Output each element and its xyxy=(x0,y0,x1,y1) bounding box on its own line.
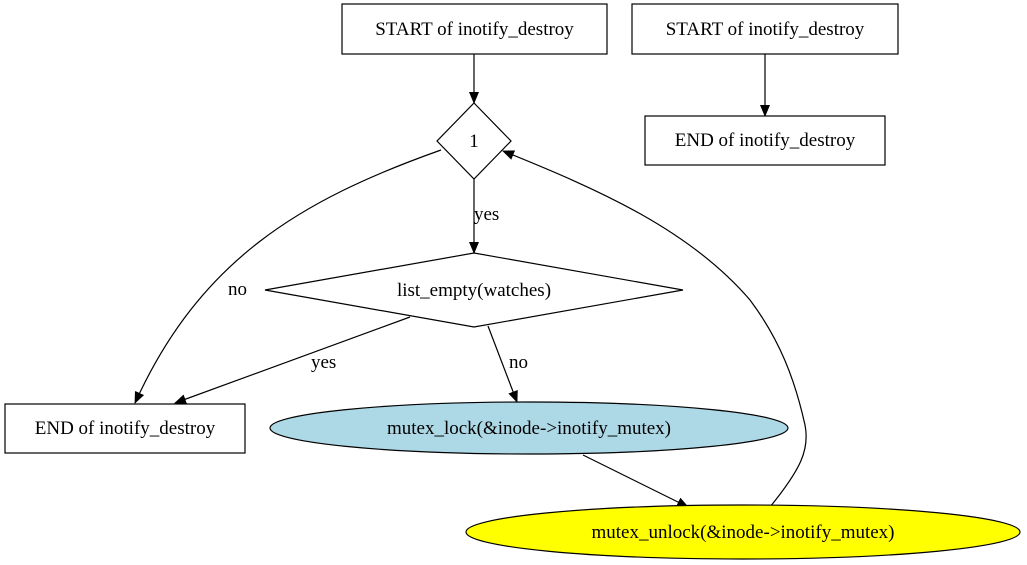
edge-loop-no xyxy=(134,149,442,404)
node-mutex-unlock: mutex_unlock(&inode->inotify_mutex) xyxy=(465,504,1021,560)
node-end-right: END of inotify_destroy xyxy=(644,115,886,166)
edge-empty-no xyxy=(487,325,518,403)
edge-label-empty-no: no xyxy=(509,352,528,373)
node-mutex-lock: mutex_lock(&inode->inotify_mutex) xyxy=(269,401,789,455)
node-mutex-unlock-label: mutex_unlock(&inode->inotify_mutex) xyxy=(591,522,894,543)
node-start-left: START of inotify_destroy xyxy=(341,3,608,55)
node-start-right: START of inotify_destroy xyxy=(631,3,899,55)
node-end-left-label: END of inotify_destroy xyxy=(35,418,216,439)
edge-label-empty-yes: yes xyxy=(311,352,336,373)
node-list-empty: list_empty(watches) xyxy=(264,252,684,328)
node-loop-condition-label: 1 xyxy=(469,131,479,152)
edge-label-loop-no: no xyxy=(228,279,247,300)
node-list-empty-label: list_empty(watches) xyxy=(397,280,551,301)
node-loop-condition: 1 xyxy=(436,102,512,180)
node-mutex-lock-label: mutex_lock(&inode->inotify_mutex) xyxy=(387,418,671,439)
edge-label-loop-yes: yes xyxy=(474,204,499,225)
edge-empty-yes xyxy=(174,316,411,404)
edge-lock-to-unlock xyxy=(582,454,689,508)
edge-unlock-back-to-loop xyxy=(502,150,807,508)
node-start-right-label: START of inotify_destroy xyxy=(666,19,865,40)
node-start-left-label: START of inotify_destroy xyxy=(375,19,574,40)
node-end-left: END of inotify_destroy xyxy=(4,403,246,454)
node-end-right-label: END of inotify_destroy xyxy=(675,130,856,151)
